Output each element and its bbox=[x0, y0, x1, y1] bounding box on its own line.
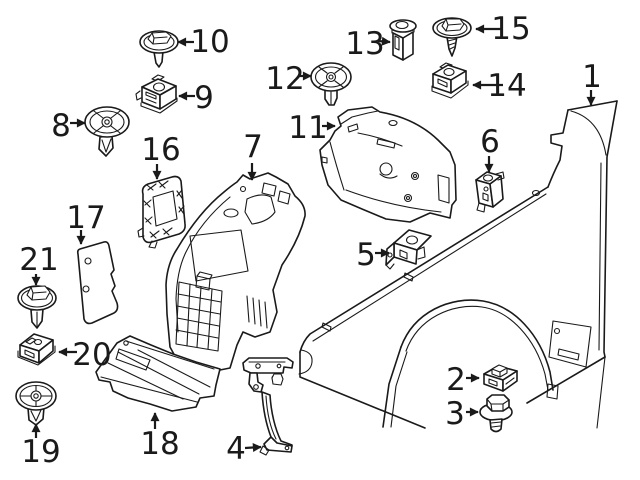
callout-10-number[interactable]: 10 bbox=[190, 24, 229, 60]
callout-20[interactable]: 20 bbox=[58, 337, 112, 373]
callout-21[interactable]: 21 bbox=[19, 242, 59, 286]
callout-7[interactable]: 7 bbox=[243, 129, 263, 181]
part-14-clip-nut-drawing[interactable] bbox=[431, 62, 469, 99]
part-4-support-bracket-drawing[interactable] bbox=[242, 357, 294, 456]
callout-12-number[interactable]: 12 bbox=[265, 61, 304, 97]
callout-4-number[interactable]: 4 bbox=[226, 431, 246, 467]
callout-19-number[interactable]: 19 bbox=[21, 434, 60, 470]
part-1-front-fender-drawing[interactable] bbox=[298, 100, 618, 429]
part-18-underbody-panel-drawing[interactable] bbox=[95, 335, 221, 412]
part-6-mounting-bracket-drawing[interactable] bbox=[475, 171, 505, 213]
callout-1-number[interactable]: 1 bbox=[582, 59, 602, 95]
callout-16-number[interactable]: 16 bbox=[141, 132, 180, 168]
callout-5-number[interactable]: 5 bbox=[356, 237, 376, 273]
part-16-adapter-bracket-drawing[interactable] bbox=[137, 175, 186, 249]
callout-5[interactable]: 5 bbox=[356, 237, 390, 273]
part-21-screw-drawing[interactable] bbox=[17, 285, 57, 329]
callout-6[interactable]: 6 bbox=[480, 124, 500, 173]
callout-16[interactable]: 16 bbox=[141, 132, 181, 180]
callout-13[interactable]: 13 bbox=[345, 26, 391, 62]
part-2-clip-nut-drawing[interactable] bbox=[483, 364, 518, 392]
callout-13-number[interactable]: 13 bbox=[345, 26, 384, 62]
callout-12[interactable]: 12 bbox=[265, 61, 312, 97]
callout-7-number[interactable]: 7 bbox=[243, 129, 263, 165]
part-11-arch-liner-rear-drawing[interactable] bbox=[319, 106, 457, 223]
part-17-mounting-plate-drawing[interactable] bbox=[76, 241, 119, 325]
callout-11-number[interactable]: 11 bbox=[288, 110, 327, 146]
callout-4-arrow bbox=[244, 443, 262, 452]
callout-2-number[interactable]: 2 bbox=[446, 362, 466, 398]
callout-4[interactable]: 4 bbox=[226, 431, 262, 467]
callout-17-number[interactable]: 17 bbox=[66, 200, 105, 236]
part-7-arch-liner-front-drawing[interactable] bbox=[165, 172, 306, 373]
callout-9-number[interactable]: 9 bbox=[194, 80, 214, 116]
callout-11[interactable]: 11 bbox=[288, 110, 336, 146]
callout-20-number[interactable]: 20 bbox=[72, 337, 111, 373]
part-3-hex-bolt-drawing[interactable] bbox=[479, 394, 513, 433]
part-15-screw-drawing[interactable] bbox=[432, 17, 472, 57]
part-12-rivet-drawing[interactable] bbox=[310, 62, 352, 106]
callout-10[interactable]: 10 bbox=[177, 24, 230, 60]
callout-21-number[interactable]: 21 bbox=[19, 242, 58, 278]
part-5-mounting-bracket-drawing[interactable] bbox=[385, 229, 432, 270]
callout-9[interactable]: 9 bbox=[178, 80, 214, 116]
callout-1[interactable]: 1 bbox=[582, 59, 602, 106]
callout-18-number[interactable]: 18 bbox=[140, 426, 179, 462]
part-19-rivet-drawing[interactable] bbox=[15, 381, 57, 426]
callout-19[interactable]: 19 bbox=[21, 423, 61, 470]
part-13-expanding-nut-drawing[interactable] bbox=[389, 19, 417, 61]
callout-17[interactable]: 17 bbox=[66, 200, 106, 245]
part-10-screw-drawing[interactable] bbox=[139, 30, 179, 68]
callout-3-number[interactable]: 3 bbox=[445, 396, 465, 432]
callout-2[interactable]: 2 bbox=[446, 362, 480, 398]
callout-8-number[interactable]: 8 bbox=[51, 108, 71, 144]
callout-13-arrow bbox=[377, 36, 391, 46]
callout-15[interactable]: 15 bbox=[475, 11, 531, 47]
callout-14[interactable]: 14 bbox=[472, 68, 527, 104]
part-9-clip-nut-drawing[interactable] bbox=[135, 74, 178, 114]
part-8-rivet-drawing[interactable] bbox=[84, 106, 130, 157]
callout-3[interactable]: 3 bbox=[445, 396, 479, 432]
part-20-clip-nut-drawing[interactable] bbox=[17, 333, 56, 366]
callout-6-number[interactable]: 6 bbox=[480, 124, 500, 160]
callout-18[interactable]: 18 bbox=[140, 412, 180, 462]
callout-8[interactable]: 8 bbox=[51, 108, 86, 144]
